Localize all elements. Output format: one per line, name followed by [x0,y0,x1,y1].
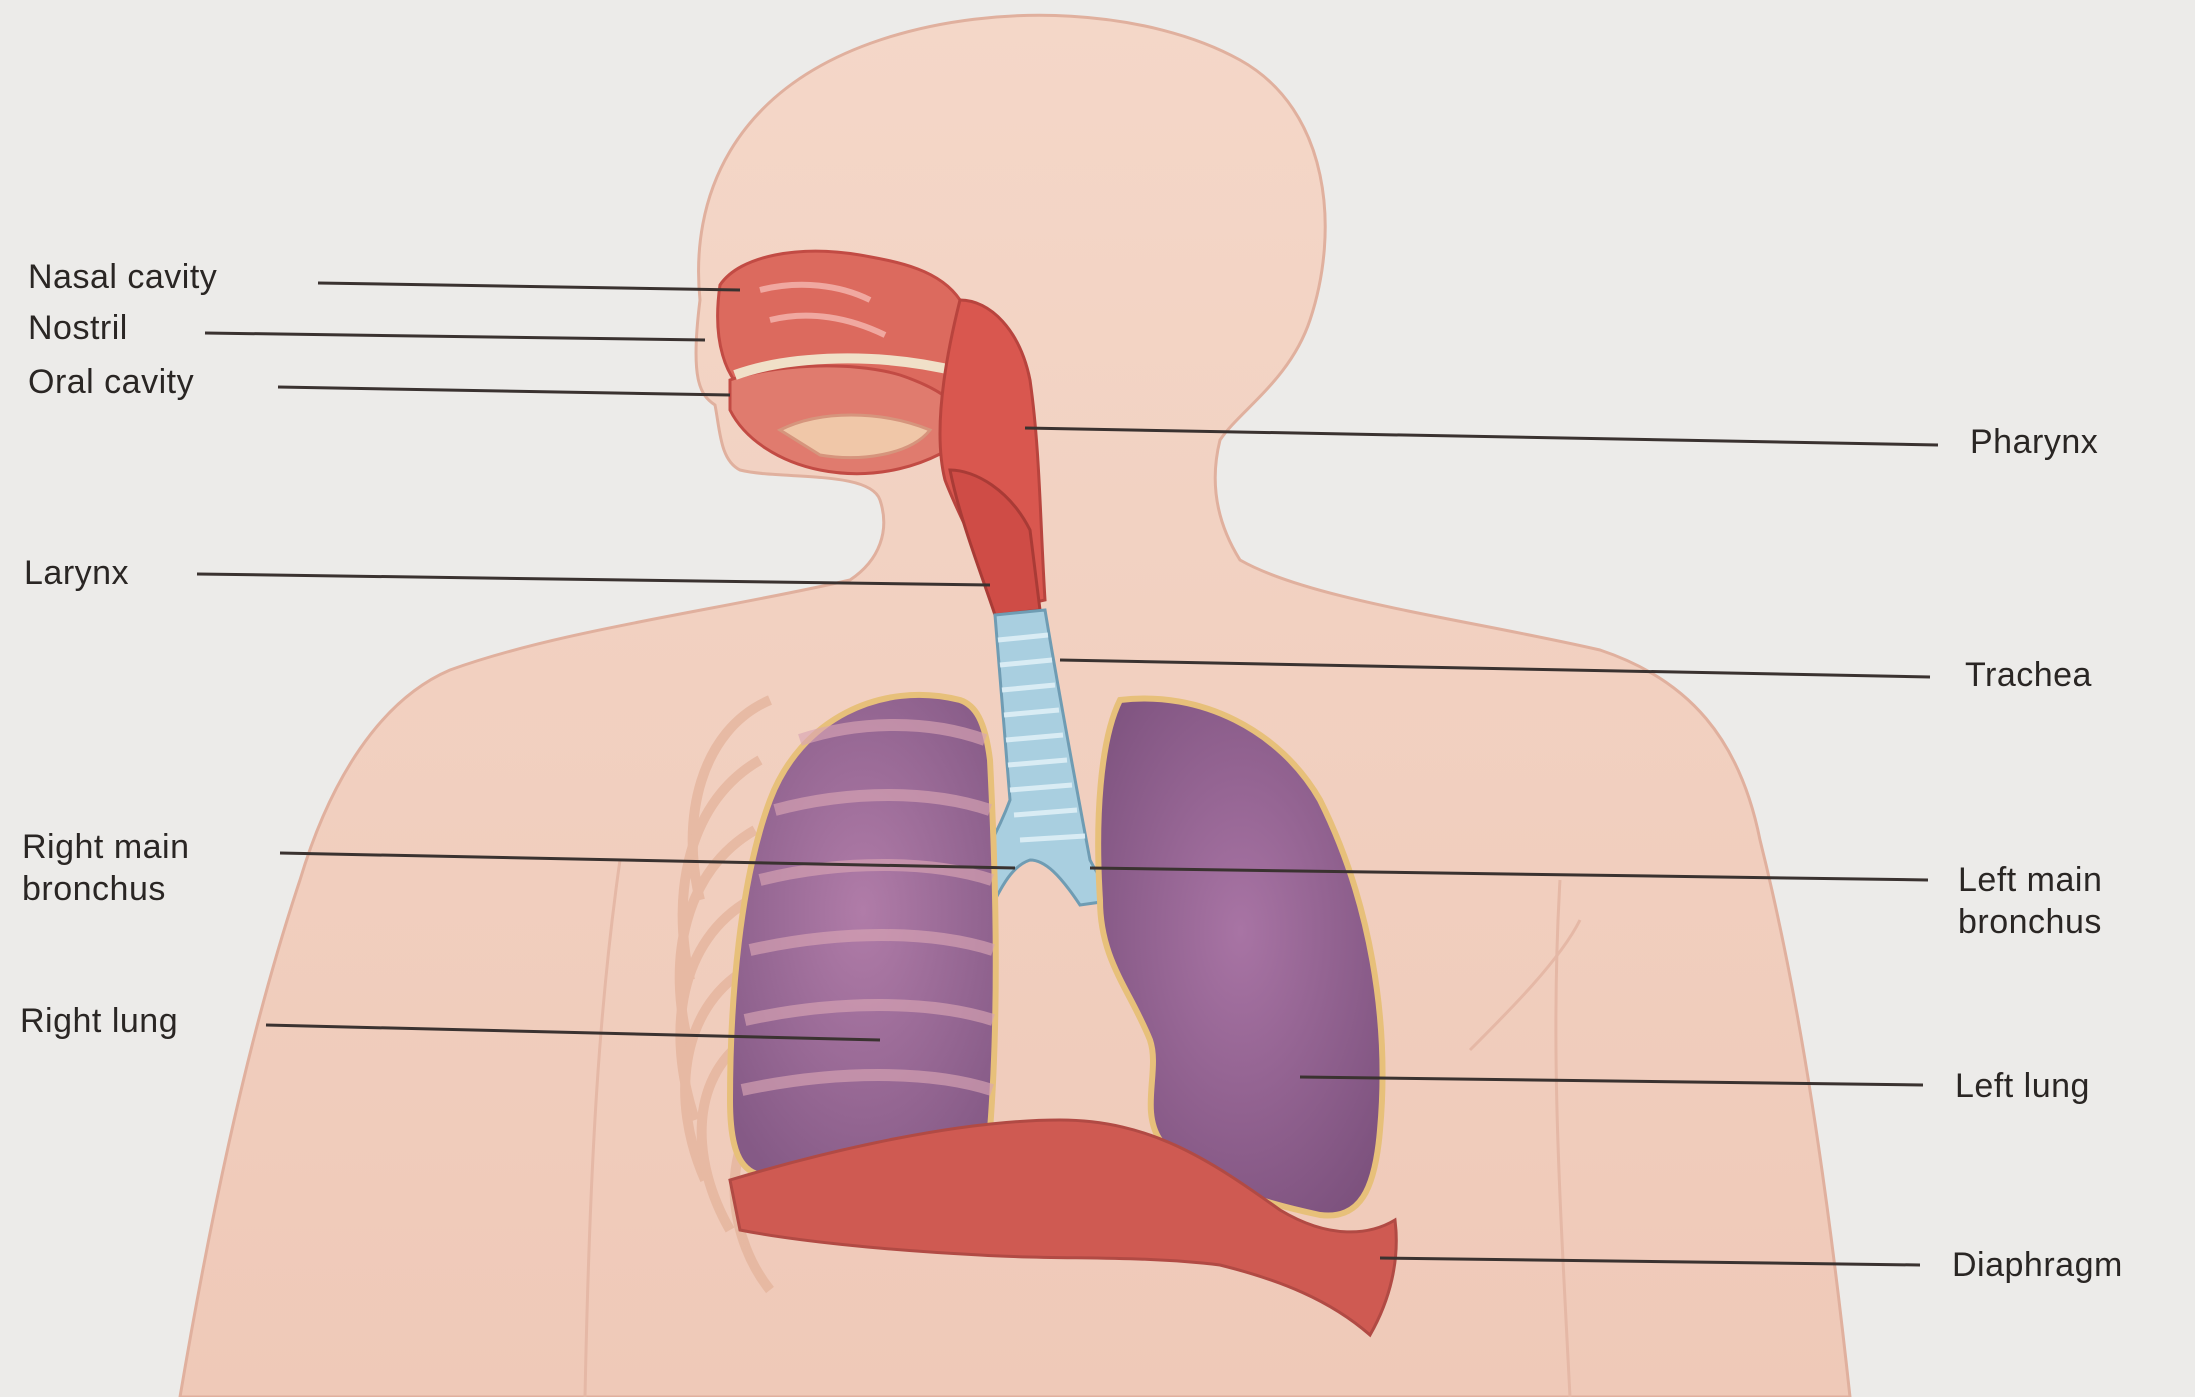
label-oral-cavity: Oral cavity [28,361,194,403]
label-trachea: Trachea [1965,654,2092,696]
leader-nasal-cavity [318,283,740,290]
label-left-main-bronchus: Left main bronchus [1958,859,2102,943]
leader-oral-cavity [278,387,730,395]
label-nasal-cavity: Nasal cavity [28,256,217,298]
label-diaphragm: Diaphragm [1952,1244,2123,1286]
label-pharynx: Pharynx [1970,421,2098,463]
label-nostril: Nostril [28,307,128,349]
label-larynx: Larynx [24,552,129,594]
label-right-lung: Right lung [20,1000,178,1042]
leader-nostril [205,333,705,340]
label-right-main-bronchus: Right main bronchus [22,826,190,910]
label-left-lung: Left lung [1955,1065,2090,1107]
